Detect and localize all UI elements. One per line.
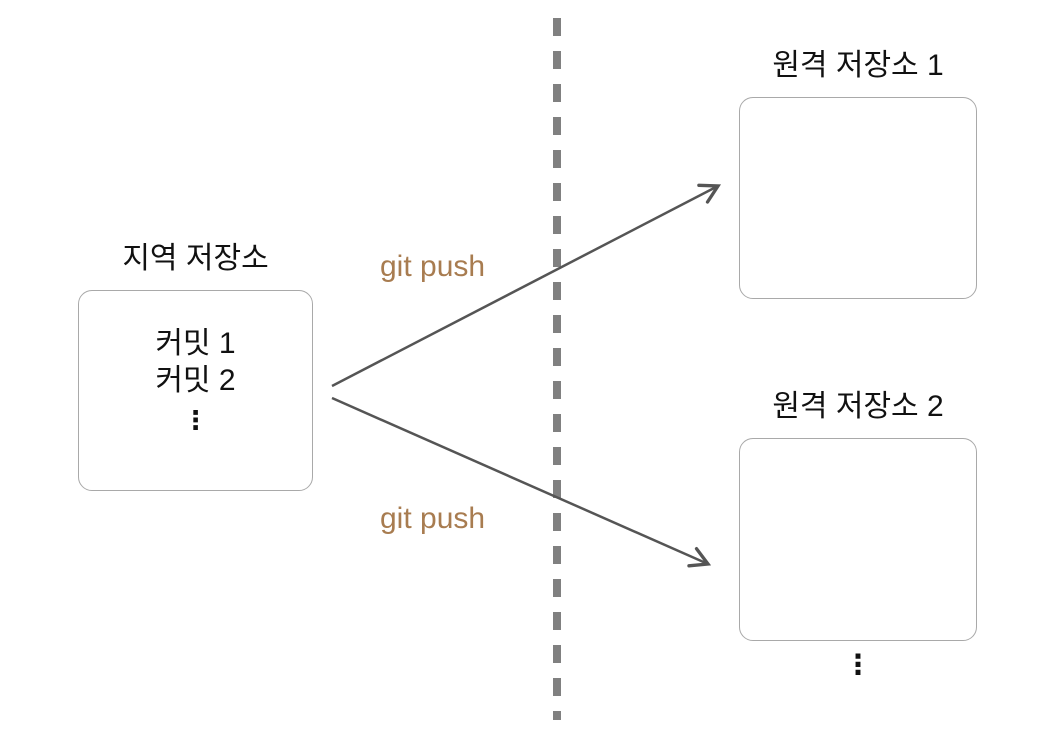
- commit-2-label: 커밋 2: [155, 364, 236, 397]
- commit-1-label: 커밋 1: [155, 327, 236, 360]
- remote-repo-1-box: [739, 97, 977, 299]
- more-remotes-ellipsis: ⋮: [844, 649, 872, 680]
- git-push-arrow-to-remote-1: [331, 183, 722, 388]
- remote-repo-2-box: [739, 438, 977, 641]
- local-repo-box: 커밋 1 커밋 2 ⋮: [78, 290, 313, 491]
- remote-repo-1-title: 원격 저장소 1: [772, 49, 944, 82]
- remote-repo-2-title: 원격 저장소 2: [772, 390, 944, 423]
- local-repo-title: 지역 저장소: [122, 242, 269, 275]
- git-push-label-2: git push: [380, 502, 486, 535]
- git-push-arrow-to-remote-2: [331, 396, 712, 568]
- more-commits-ellipsis: ⋮: [182, 405, 209, 435]
- git-push-label-1: git push: [380, 250, 486, 283]
